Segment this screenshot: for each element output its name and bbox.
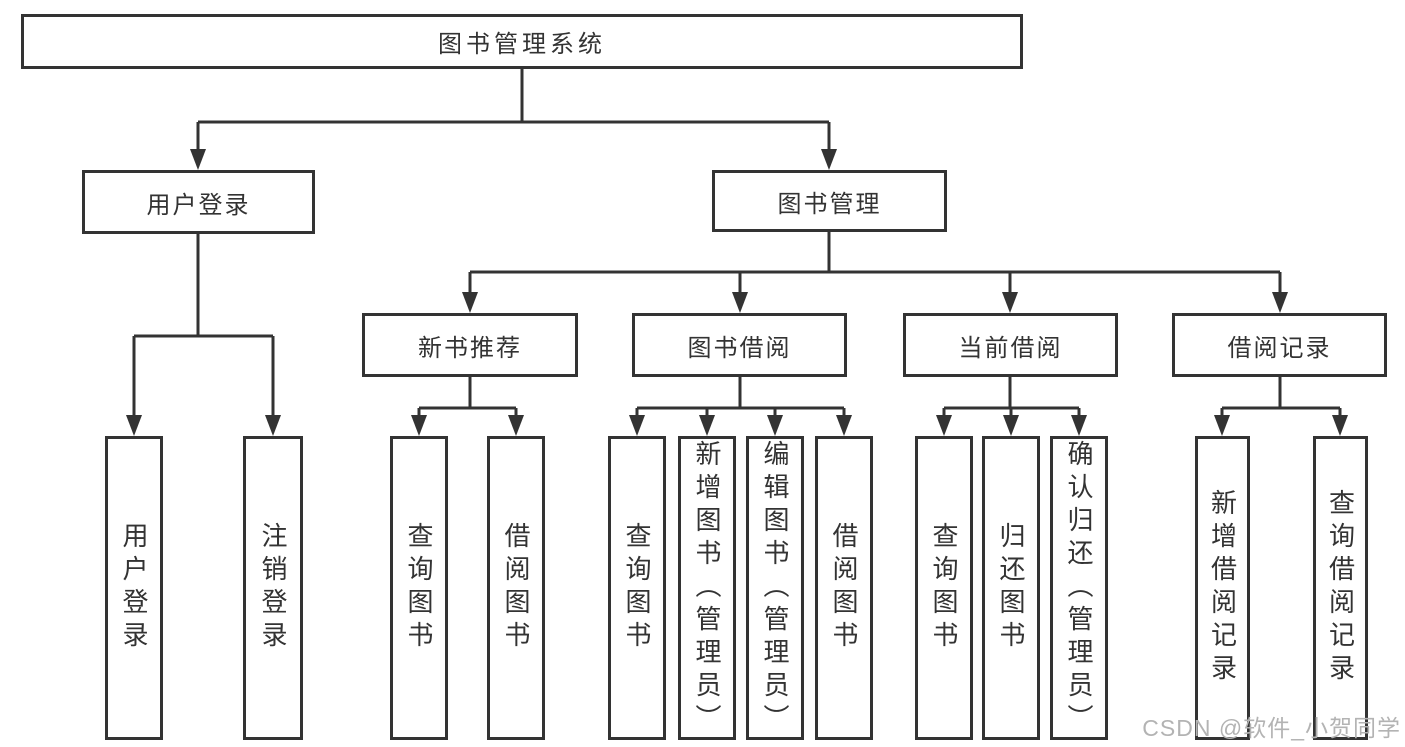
leaf-user-login-label: 用户登录 [119,522,149,654]
leaf-add-borrow-record-label: 新增借阅记录 [1207,489,1238,687]
leaf-return-book: 归还图书 [982,436,1040,740]
leaf-user-login: 用户登录 [105,436,163,740]
arrow-icon [1002,292,1018,313]
leaf-borrow-books: 借阅图书 [815,436,873,740]
arrow-icon [1071,415,1087,436]
arrow-icon [1332,415,1348,436]
leaf-query-books-current-label: 查询图书 [929,522,959,654]
leaf-query-books-recommend-label: 查询图书 [404,522,434,654]
node-new-book-recommend: 新书推荐 [362,313,578,377]
leaf-borrow-books-recommend-label: 借阅图书 [501,522,531,654]
node-borrow-records-label: 借阅记录 [1227,334,1332,362]
arrow-icon [1272,292,1288,313]
leaf-confirm-return-admin: 确认归还（管理员） [1050,436,1108,740]
arrow-icon [699,415,715,436]
leaf-borrow-books-label: 借阅图书 [829,522,859,654]
arrow-icon [767,415,783,436]
leaf-return-book-label: 归还图书 [996,522,1026,654]
leaf-query-books-borrow-label: 查询图书 [622,522,652,654]
node-root-label: 图书管理系统 [438,31,606,58]
leaf-logout: 注销登录 [243,436,303,740]
watermark: CSDN @软件_小贺同学 [1142,715,1401,741]
leaf-add-book-admin: 新增图书（管理员） [678,436,736,740]
leaf-query-borrow-record-label: 查询借阅记录 [1325,489,1356,687]
node-current-borrow-label: 当前借阅 [958,334,1063,362]
leaf-borrow-books-recommend: 借阅图书 [487,436,545,740]
node-user-login-label: 用户登录 [146,191,251,219]
connector-book-borrow-children [635,377,846,416]
arrow-icon [190,149,206,170]
arrow-icon [126,415,142,436]
arrow-icon [821,149,837,170]
arrow-icon [462,292,478,313]
node-user-login: 用户登录 [82,170,315,234]
node-book-borrow-label: 图书借阅 [687,334,792,362]
connector-root-to-level2 [196,69,831,150]
arrow-icon [936,415,952,436]
arrow-icon [411,415,427,436]
node-book-management: 图书管理 [712,170,947,232]
arrow-icon [836,415,852,436]
arrow-icon [1214,415,1230,436]
connector-book-management-children [468,232,1282,293]
arrow-icon [732,292,748,313]
connector-current-borrow-children [942,377,1081,416]
node-book-management-label: 图书管理 [777,190,882,218]
node-book-borrow: 图书借阅 [632,313,847,377]
leaf-confirm-return-admin-label: 确认归还（管理员） [1064,439,1094,737]
leaf-query-books-current: 查询图书 [915,436,973,740]
leaf-query-books-borrow: 查询图书 [608,436,666,740]
node-current-borrow: 当前借阅 [903,313,1118,377]
leaf-logout-label: 注销登录 [258,522,288,654]
arrow-icon [1003,415,1019,436]
node-new-book-recommend-label: 新书推荐 [418,334,522,362]
arrow-icon [265,415,281,436]
leaf-add-book-admin-label: 新增图书（管理员） [692,439,722,737]
node-borrow-records: 借阅记录 [1172,313,1387,377]
leaf-edit-book-admin-label: 编辑图书（管理员） [760,439,790,737]
leaf-add-borrow-record: 新增借阅记录 [1195,436,1250,740]
connector-borrow-records-children [1220,377,1342,416]
connector-new-book-recommend-children [417,377,518,416]
leaf-query-books-recommend: 查询图书 [390,436,448,740]
leaf-query-borrow-record: 查询借阅记录 [1313,436,1368,740]
arrow-icon [629,415,645,436]
connector-user-login-children [132,234,275,416]
arrow-icon [508,415,524,436]
node-root: 图书管理系统 [21,14,1023,69]
leaf-edit-book-admin: 编辑图书（管理员） [746,436,804,740]
